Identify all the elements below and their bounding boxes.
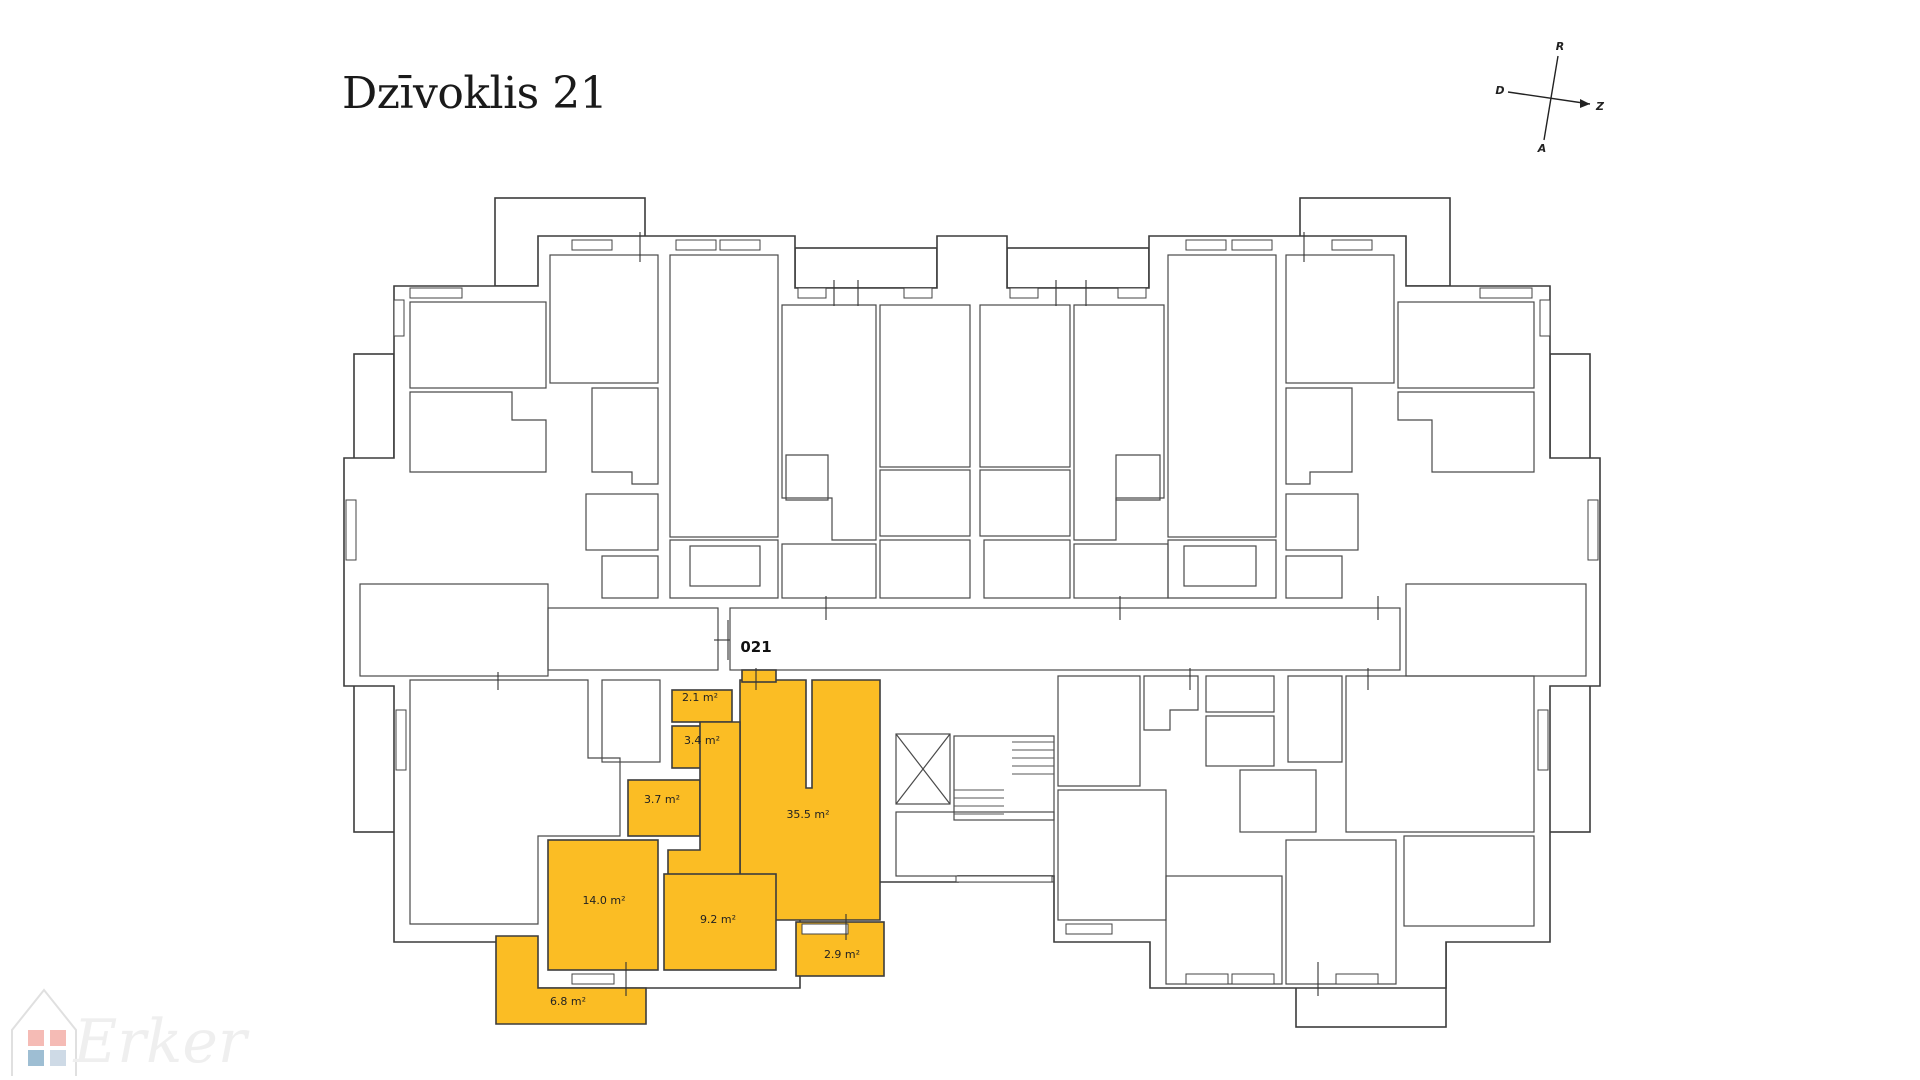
room-wc (671, 689, 733, 723)
room-area-label: 6.8 m² (550, 995, 586, 1008)
watermark-logo: Erker (11, 988, 250, 1077)
page-title: Dzīvoklis 21 (342, 68, 608, 119)
room-area-label: 3.7 m² (644, 793, 680, 806)
room-bedroom-2 (663, 873, 777, 971)
room-area-label: 35.5 m² (786, 808, 829, 821)
compass: R A D Z (1495, 40, 1605, 155)
room-bedroom-1 (547, 839, 659, 971)
door-marks (497, 232, 1379, 996)
compass-west-label: D (1495, 84, 1504, 97)
apartment-021[interactable]: 2.1 m² 3.4 m² 3.7 m² 35.5 m² 14.0 m² 9.2… (495, 669, 885, 1025)
room-area-label: 14.0 m² (582, 894, 625, 907)
window-marks (345, 239, 1599, 985)
room-area-label: 2.1 m² (682, 691, 718, 704)
compass-north-label: R (1556, 40, 1564, 53)
building-outline (343, 197, 1601, 1028)
room-area-label: 3.4 m² (684, 734, 720, 747)
room-living (739, 679, 881, 921)
room-area-label: 2.9 m² (824, 948, 860, 961)
room-area-label: 9.2 m² (700, 913, 736, 926)
compass-east-label: Z (1595, 100, 1605, 113)
unit-number-label: 021 (740, 638, 771, 656)
compass-south-label: A (1537, 142, 1547, 155)
watermark-brand: Erker (72, 1007, 249, 1077)
room-storage (627, 779, 701, 837)
room-balcony-large (495, 935, 647, 1025)
